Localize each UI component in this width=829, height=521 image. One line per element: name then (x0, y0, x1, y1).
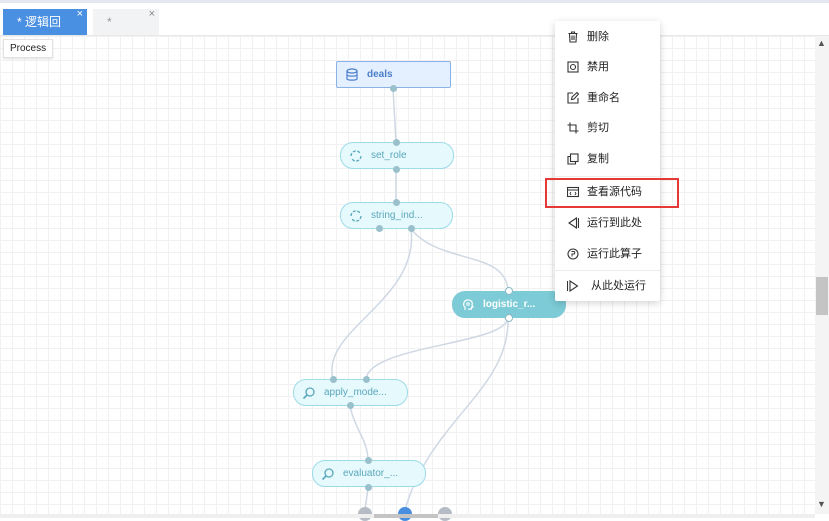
node-label: logistic_r... (483, 299, 536, 310)
node-evaluator[interactable]: evaluator_... (312, 460, 426, 487)
output-port[interactable] (408, 225, 415, 232)
input-port[interactable] (365, 457, 372, 464)
close-icon[interactable]: × (148, 8, 155, 20)
run-to-here-icon (568, 217, 579, 229)
menu-item-run-from-here[interactable]: 从此处运行 (555, 271, 660, 301)
scroll-thumb[interactable] (816, 277, 828, 315)
database-icon (346, 67, 358, 81)
cut-icon (567, 122, 579, 134)
output-port[interactable] (505, 314, 513, 322)
input-port[interactable] (505, 287, 513, 295)
rename-icon (567, 92, 579, 104)
horizontal-scrollbar[interactable] (0, 514, 815, 518)
close-icon[interactable]: × (76, 8, 83, 20)
menu-item-label: 重命名 (587, 92, 620, 104)
run-operator-icon (567, 248, 579, 260)
input-port[interactable] (363, 376, 370, 383)
menu-item-label: 剪切 (587, 122, 609, 134)
run-from-here-icon (567, 280, 579, 292)
output-port[interactable] (365, 484, 372, 491)
process-label[interactable]: Process (3, 39, 54, 58)
vertical-scrollbar[interactable]: ▲ ▼ (815, 36, 829, 514)
menu-item-label: 查看源代码 (587, 186, 642, 198)
magnifier-icon (302, 386, 315, 399)
menu-item-label: 禁用 (587, 61, 609, 73)
input-port[interactable] (393, 199, 400, 206)
edge (365, 317, 509, 380)
menu-separator (555, 270, 660, 271)
node-string-indexer[interactable]: string_ind... (340, 202, 453, 229)
node-set-role[interactable]: set_role (340, 142, 454, 169)
disable-icon (567, 61, 579, 73)
context-menu: 删除 禁用 重命名 剪切 复制 查看源代码 (555, 21, 660, 301)
copy-icon (567, 153, 579, 165)
edge (364, 487, 369, 511)
tab-bar: * 逻辑回归 × * test1 × (0, 3, 829, 55)
node-label: evaluator_... (343, 468, 399, 479)
menu-item-run-to-here[interactable]: 运行到此处 (555, 208, 660, 238)
refresh-icon (350, 209, 362, 222)
node-label: deals (367, 69, 393, 80)
node-label: string_ind... (371, 210, 423, 221)
node-deals[interactable]: deals (336, 61, 451, 88)
process-canvas[interactable] (0, 36, 815, 514)
edge (331, 228, 413, 380)
menu-item-label: 运行到此处 (587, 217, 642, 229)
scroll-thumb[interactable] (374, 514, 438, 518)
brain-icon (463, 298, 474, 310)
menu-item-label: 删除 (587, 31, 609, 43)
node-logistic-regression[interactable]: logistic_r... (452, 291, 566, 318)
output-port[interactable] (347, 402, 354, 409)
trash-icon (568, 31, 578, 43)
node-label: set_role (371, 150, 407, 161)
node-label: apply_mode... (324, 387, 387, 398)
menu-item-cut[interactable]: 剪切 (555, 113, 660, 143)
edge (349, 405, 369, 462)
menu-item-delete[interactable]: 删除 (555, 22, 660, 52)
output-port[interactable] (376, 225, 383, 232)
edge (410, 228, 509, 291)
menu-item-rename[interactable]: 重命名 (555, 83, 660, 113)
menu-item-copy[interactable]: 复制 (555, 144, 660, 174)
output-port[interactable] (390, 85, 397, 92)
menu-item-label: 运行此算子 (587, 248, 642, 260)
scroll-up-icon[interactable]: ▲ (817, 38, 826, 48)
source-code-icon (567, 186, 579, 198)
menu-item-label: 复制 (587, 153, 609, 165)
magnifier-icon (321, 467, 334, 480)
input-port[interactable] (330, 376, 337, 383)
highlight-box (545, 178, 679, 208)
menu-item-label: 从此处运行 (591, 280, 646, 292)
input-port[interactable] (393, 139, 400, 146)
node-apply-model[interactable]: apply_mode... (293, 379, 408, 406)
menu-item-view-source[interactable]: 查看源代码 (555, 177, 660, 207)
edge (392, 87, 397, 143)
tab-logistic-regression[interactable]: * 逻辑回归 × (3, 8, 87, 55)
scroll-down-icon[interactable]: ▼ (817, 499, 826, 509)
output-port[interactable] (393, 166, 400, 173)
menu-separator (555, 176, 660, 177)
refresh-icon (350, 149, 362, 162)
menu-item-disable[interactable]: 禁用 (555, 52, 660, 82)
top-border (0, 0, 829, 3)
menu-item-run-operator[interactable]: 运行此算子 (555, 239, 660, 269)
